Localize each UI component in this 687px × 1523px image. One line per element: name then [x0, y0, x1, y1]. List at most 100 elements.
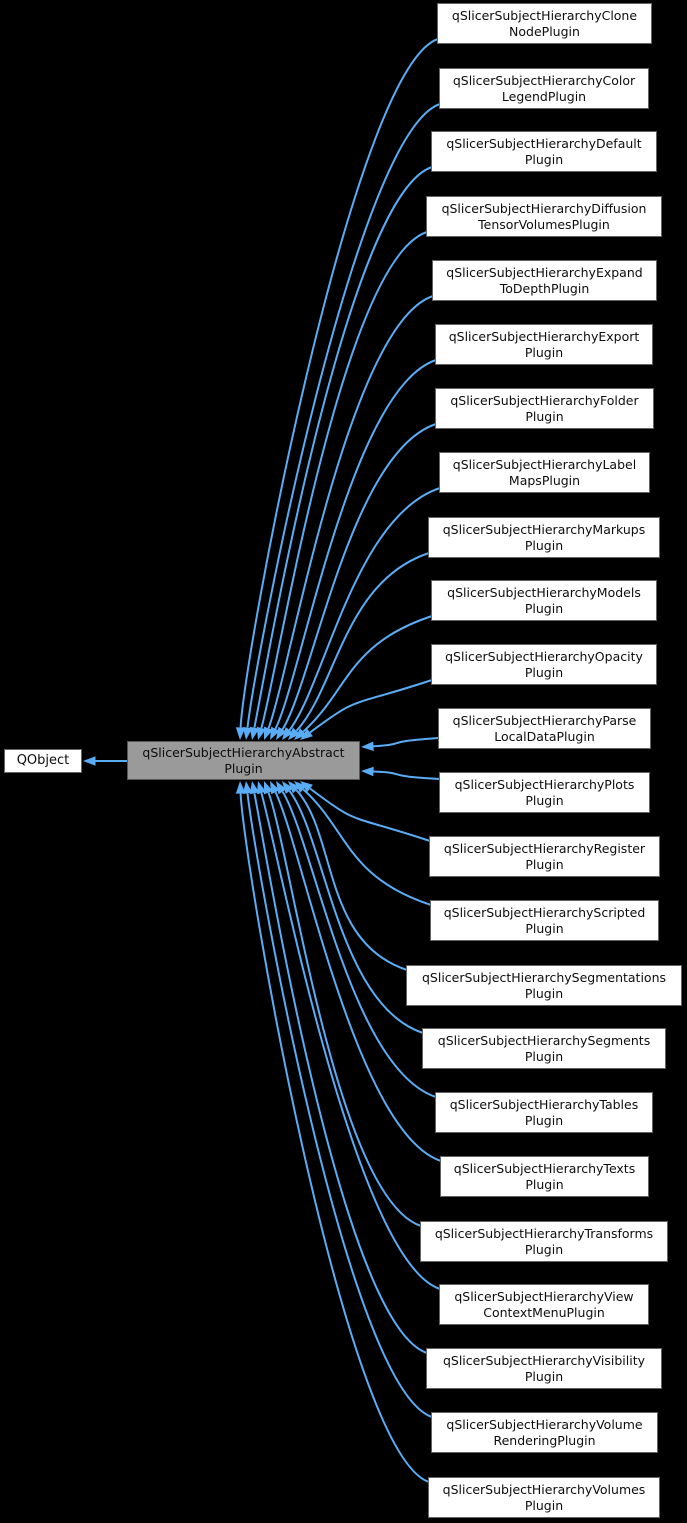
- edge-arrowhead: [276, 726, 287, 740]
- class-node-label: Plugin: [524, 1497, 564, 1513]
- inheritance-edge: [267, 295, 434, 729]
- inheritance-edge: [288, 487, 441, 731]
- inheritance-edge: [274, 359, 437, 730]
- inheritance-edge: [295, 789, 408, 971]
- inheritance-edge: [246, 103, 441, 728]
- class-node-label: qSlicerSubjectHierarchyAbstract: [142, 745, 345, 760]
- edge-arrowhead: [242, 781, 253, 794]
- class-node-label: qSlicerSubjectHierarchyTransforms: [434, 1225, 654, 1241]
- edge-arrowhead: [249, 726, 260, 740]
- class-node-label: qSlicerSubjectHierarchyMarkups: [442, 521, 646, 537]
- class-node-label: Plugin: [525, 920, 564, 936]
- class-node-label: Plugin: [524, 664, 564, 680]
- class-node-label: Plugin: [524, 985, 564, 1001]
- class-node-label: qSlicerSubjectHierarchySegments: [437, 1032, 651, 1048]
- edge-arrowhead: [282, 727, 294, 740]
- inheritance-edge: [260, 231, 428, 729]
- class-node-label: qSlicerSubjectHierarchyExpand: [446, 264, 643, 280]
- class-node-label: qSlicerSubjectHierarchyRegister: [443, 840, 646, 856]
- class-node-label: qSlicerSubjectHierarchyFolder: [450, 392, 639, 408]
- class-node-label: Plugin: [525, 792, 564, 808]
- edge-arrowhead: [294, 728, 307, 740]
- class-node-label: qSlicerSubjectHierarchyDefault: [446, 135, 642, 151]
- class-node-label: Plugin: [525, 1176, 564, 1192]
- inheritance-edge: [288, 790, 424, 1034]
- class-node-label: Plugin: [525, 408, 564, 424]
- inheritance-edge: [281, 791, 437, 1098]
- class-node-qobject[interactable]: QObject: [4, 749, 82, 773]
- class-node-label: qSlicerSubjectHierarchyVolumes: [442, 1481, 646, 1497]
- edge-arrowhead: [288, 781, 300, 794]
- inheritance-edge: [281, 423, 437, 730]
- edge-arrowhead: [264, 726, 273, 740]
- edge-arrowhead: [249, 781, 260, 795]
- inheritance-edge: [373, 737, 440, 748]
- class-node-label: Plugin: [524, 344, 564, 360]
- edge-arrowhead: [361, 766, 374, 777]
- edge-arrowhead: [270, 726, 280, 740]
- class-node-label: Plugin: [524, 1048, 564, 1064]
- class-node-label: TensorVolumesPlugin: [478, 216, 610, 232]
- inheritance-edge: [239, 38, 439, 728]
- class-node-label: LocalDataPlugin: [494, 728, 595, 744]
- inheritance-edge: [309, 787, 431, 842]
- class-node-label: Plugin: [525, 856, 564, 872]
- edge-arrowhead: [264, 781, 273, 795]
- inheritance-edge: [302, 788, 432, 906]
- class-node-label: NodePlugin: [509, 23, 580, 39]
- inheritance-edge: [253, 793, 428, 1354]
- class-node-label: qSlicerSubjectHierarchyModels: [447, 584, 641, 600]
- class-node-abstract-plugin[interactable]: qSlicerSubjectHierarchyAbstract Plugin: [127, 741, 360, 780]
- inheritance-edge: [373, 770, 441, 780]
- class-node-label: qSlicerSubjectHierarchyVisibility: [442, 1352, 646, 1368]
- class-node-label: qSlicerSubjectHierarchyScripted: [443, 904, 646, 920]
- class-node-label: Plugin: [524, 1368, 564, 1384]
- class-node-label: qSlicerSubjectHierarchyExport: [448, 328, 640, 344]
- edge-arrowhead: [294, 781, 307, 793]
- class-node-label: qSlicerSubjectHierarchySegmentations: [421, 969, 667, 985]
- class-node-label: Plugin: [524, 1241, 564, 1257]
- inheritance-edge: [267, 792, 422, 1227]
- class-node-label: Plugin: [524, 600, 564, 616]
- inheritance-edge: [309, 679, 433, 734]
- edge-arrowhead: [235, 781, 246, 794]
- edge-arrowhead: [256, 781, 266, 795]
- edge-arrowhead: [83, 756, 96, 766]
- inheritance-edge: [239, 793, 430, 1483]
- inheritance-edge: [246, 793, 433, 1418]
- class-node-label: qSlicerSubjectHierarchyOpacity: [445, 648, 643, 664]
- class-node-label: Plugin: [524, 537, 564, 553]
- edge-arrowhead: [282, 781, 294, 794]
- class-node-label: qSlicerSubjectHierarchyPlots: [454, 776, 635, 792]
- edge-arrowhead: [361, 741, 374, 751]
- class-node-label: qSlicerSubjectHierarchyTexts: [453, 1160, 636, 1176]
- class-node-label: LegendPlugin: [501, 88, 587, 104]
- class-node-label: Plugin: [224, 760, 263, 776]
